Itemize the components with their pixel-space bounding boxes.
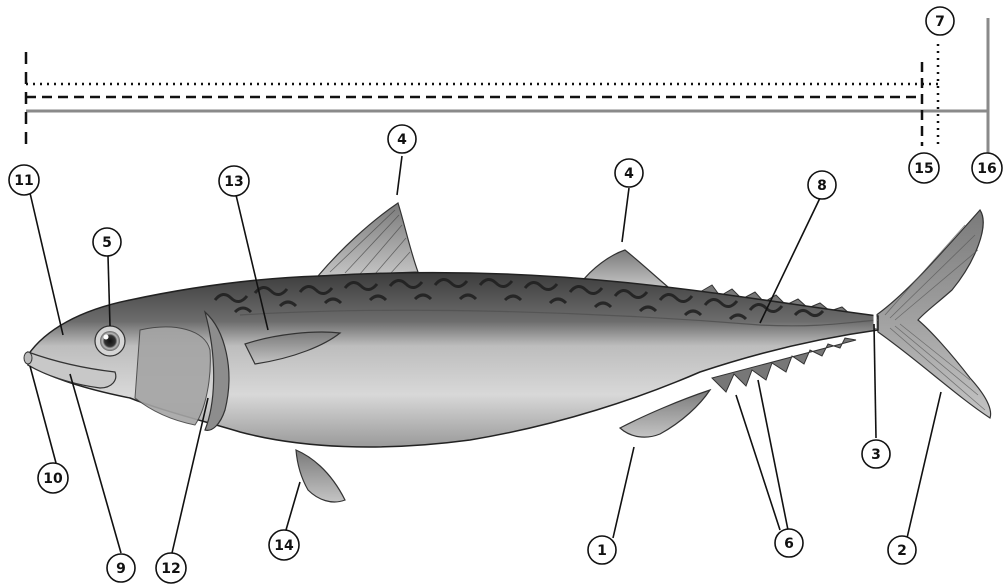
fish-illustration: [24, 203, 991, 502]
svg-text:2: 2: [897, 543, 907, 559]
snout-tip: [24, 352, 32, 364]
svg-text:16: 16: [977, 161, 996, 177]
svg-text:1: 1: [597, 543, 607, 559]
svg-text:5: 5: [102, 235, 112, 251]
svg-text:4: 4: [624, 166, 634, 182]
callout-10: 10: [38, 463, 68, 493]
measurement-lines: [26, 18, 988, 156]
svg-text:13: 13: [224, 174, 243, 190]
callout-14: 14: [269, 530, 299, 560]
callout-4-second-dorsal: 4: [615, 159, 643, 187]
eye: [100, 331, 120, 351]
callout-5: 5: [93, 228, 121, 256]
svg-text:3: 3: [871, 447, 881, 463]
svg-text:9: 9: [116, 561, 126, 577]
callout-15: 15: [909, 153, 939, 183]
caudal-fin: [875, 210, 991, 418]
callout-3: 3: [862, 440, 890, 468]
operculum: [135, 327, 210, 425]
callout-6: 6: [775, 529, 803, 557]
svg-text:12: 12: [161, 561, 180, 577]
svg-text:7: 7: [935, 14, 945, 30]
callout-9: 9: [107, 554, 135, 582]
svg-text:10: 10: [43, 471, 63, 487]
callout-11: 11: [9, 165, 39, 195]
svg-text:15: 15: [914, 161, 933, 177]
callout-4-first-dorsal: 4: [388, 125, 416, 153]
callout-1: 1: [588, 536, 616, 564]
eye-highlight: [104, 335, 109, 340]
pelvic-fin: [296, 450, 345, 502]
svg-text:8: 8: [817, 178, 827, 194]
callout-2: 2: [888, 536, 916, 564]
svg-text:11: 11: [14, 173, 33, 189]
callout-7: 7: [926, 7, 954, 35]
callout-8: 8: [808, 171, 836, 199]
svg-text:14: 14: [274, 538, 294, 554]
svg-text:4: 4: [397, 132, 407, 148]
callout-12: 12: [156, 553, 186, 583]
callout-13: 13: [219, 166, 249, 196]
callout-16: 16: [972, 153, 1002, 183]
svg-text:6: 6: [784, 536, 794, 552]
